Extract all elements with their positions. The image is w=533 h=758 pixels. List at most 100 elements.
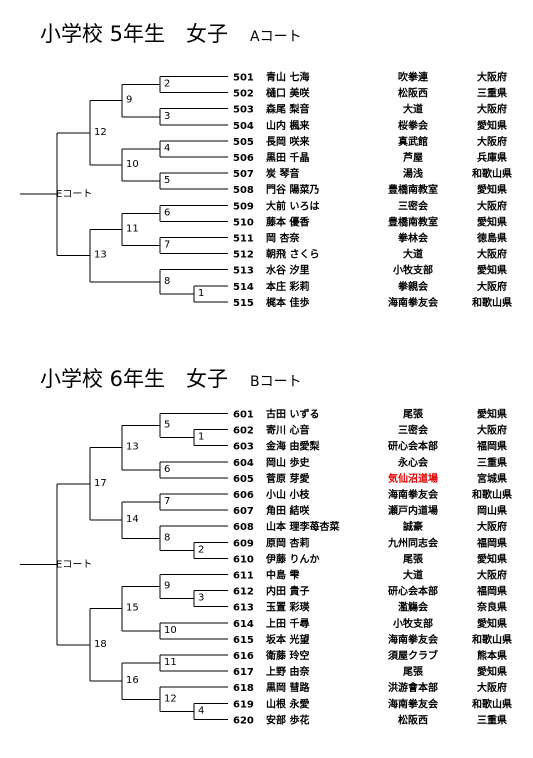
entry-name: 岡山 歩史 [266,456,310,469]
entry-name: 青山 七海 [266,71,309,84]
entry-prefecture: 福岡県 [476,536,507,549]
entry-name: 山根 永愛 [266,697,309,710]
entry-name: 上野 由奈 [266,665,310,678]
entry-name: 坂本 光望 [266,633,309,646]
entry-prefecture: 和歌山県 [471,167,512,180]
match-number: 8 [164,276,170,287]
match-number: 7 [164,240,170,251]
entry-club: 九州同志会 [387,536,438,549]
match-number: 2 [164,79,170,90]
entry-prefecture: 大阪府 [477,424,507,437]
match-number: 13 [94,250,107,261]
entry-club: 気仙沼道場 [387,472,438,485]
match-number: 8 [164,532,170,543]
entry-club: 吹拳連 [398,71,429,84]
entry-club: 三密会 [398,199,428,212]
entry-name: 角田 結咲 [266,504,310,517]
entry-prefecture: 奈良県 [476,601,507,614]
entry-number: 615 [233,635,254,646]
entry-club: 瀬戸内道場 [388,504,438,517]
entry-club: 永心会 [397,456,428,469]
entry-prefecture: 大阪府 [477,103,507,116]
entry-number: 601 [233,410,254,421]
entry-name: 長岡 咲来 [266,135,310,148]
entry-number: 607 [233,506,254,517]
match-number: 1 [198,432,204,443]
match-number: 9 [164,581,170,592]
entry-club: 松阪西 [398,87,428,100]
entry-prefecture: 和歌山県 [471,697,512,710]
entry-club: 三密会 [398,424,428,437]
match-number: 15 [126,603,139,614]
entry-club: 濫觴会 [398,601,428,614]
entry-prefecture: 愛知県 [477,264,507,277]
entry-name: 内田 貴子 [266,585,309,598]
entry-prefecture: 大阪府 [477,199,507,212]
entry-prefecture: 岡山県 [477,504,507,517]
entry-number: 506 [233,153,254,164]
match-number: 12 [94,127,107,138]
entry-club: 松阪西 [398,713,428,726]
match-number: 5 [164,420,170,431]
entry-prefecture: 宮城県 [477,472,507,485]
match-number: 4 [164,143,170,154]
entry-prefecture: 和歌山県 [471,633,512,646]
entry-club: 尾張 [403,553,424,565]
entry-club: 海南拳友会 [388,488,438,501]
entry-club: 小牧支部 [392,617,433,630]
entry-prefecture: 大阪府 [477,280,507,293]
entry-prefecture: 徳島県 [476,232,507,245]
entry-number: 604 [233,458,254,469]
entry-prefecture: 和歌山県 [471,488,512,501]
entry-number: 605 [233,474,254,485]
entry-name: 岡 杏奈 [266,232,300,245]
entry-prefecture: 熊本県 [477,649,507,662]
entry-number: 502 [233,89,254,100]
match-number: 3 [198,593,204,604]
match-number: 6 [164,207,170,218]
match-number: 5 [164,175,170,186]
entry-name: 黒岡 彗路 [266,681,310,694]
match-number: 16 [126,675,139,686]
entry-club: 芦屋 [403,151,423,164]
entry-number: 602 [233,426,254,437]
entry-prefecture: 愛知県 [477,665,507,678]
entry-number: 513 [233,266,254,277]
entry-name: 玉置 彩瑛 [266,601,310,614]
entry-name: 山内 楓来 [266,119,310,132]
entry-number: 505 [233,137,254,148]
entry-prefecture: 福岡県 [476,585,507,598]
entry-name: 上田 千尋 [266,617,309,630]
entry-name: 中島 雫 [266,569,299,582]
entry-name: 小山 小枝 [265,488,310,501]
match-number: 2 [198,544,204,555]
entry-number: 507 [233,169,254,180]
entry-number: 509 [233,201,254,212]
root-court-label: Eコート [56,559,92,570]
entry-name: 伊藤 りんか [265,552,319,565]
entry-club: 大道 [403,248,423,261]
match-number: 17 [94,478,107,489]
match-number: 1 [198,288,204,299]
entry-club: 拳林会 [397,232,428,245]
entry-number: 501 [233,73,254,84]
entry-name: 菅原 芽愛 [266,472,309,485]
entry-number: 609 [233,538,254,549]
entry-club: 須屋クラブ [387,649,438,662]
entry-prefecture: 愛知県 [477,617,507,630]
match-number: 6 [164,464,170,475]
entry-number: 508 [233,185,254,196]
entry-number: 504 [233,121,254,132]
entry-club: 小牧支部 [392,264,433,277]
entry-club: 研心会本部 [388,585,438,598]
root-court-label: Eコート [56,189,92,200]
entry-name: 本庄 彩莉 [266,280,309,293]
entry-name: 山本 理李苺杏菜 [266,520,340,533]
entry-number: 512 [233,250,254,261]
entry-name: 衛藤 玲空 [265,649,309,662]
entry-club: 湯浅 [403,167,423,180]
entry-prefecture: 大阪府 [477,681,507,694]
entry-number: 620 [233,715,254,726]
entry-number: 614 [233,619,254,630]
